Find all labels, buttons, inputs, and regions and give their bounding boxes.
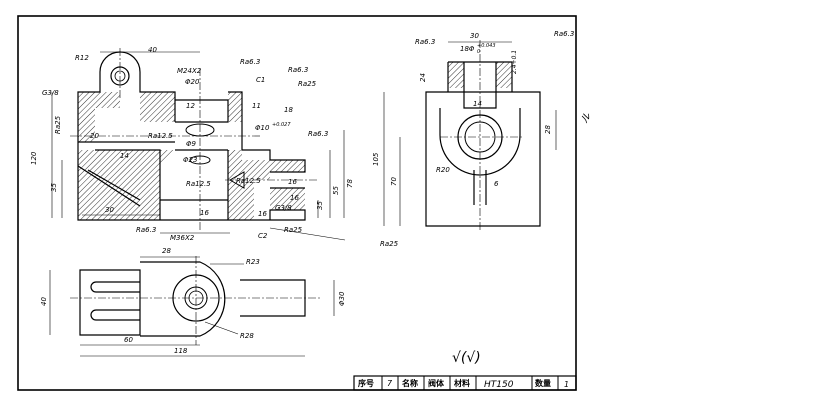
top-dim-r23: R23 — [246, 258, 260, 266]
dim-20: 20 — [90, 132, 99, 140]
roughness-ra25-bottom: Ra25 — [380, 240, 399, 248]
general-roughness-symbol: √(√) — [452, 350, 481, 366]
top-dim-r28: R28 — [240, 332, 254, 340]
dim-40: 40 — [148, 46, 157, 54]
roughness-ra125-a: Ra12.5 — [148, 132, 173, 140]
dim-g38-top: G3/8 — [42, 89, 59, 97]
side-view: 30 Ra6.3 Ra6.3 18Φ +0.043 0 2.4+0.1 24 1… — [372, 30, 574, 232]
roughness-ra25-left: Ra25 — [54, 115, 62, 134]
side-roughness-ra63-right: Ra6.3 — [554, 30, 574, 38]
side-dim-28: 28 — [544, 125, 552, 134]
side-dim-70: 70 — [390, 177, 398, 186]
dim-phi9: Φ9 — [186, 140, 197, 148]
dim-12: 12 — [186, 102, 195, 110]
top-dim-phi30: Φ30 — [338, 291, 346, 306]
side-dim-6: 6 — [494, 180, 499, 188]
side-dim-24: 24 — [419, 73, 427, 82]
top-dim-28: 28 — [162, 247, 171, 255]
title-material-label: 材料 — [454, 378, 470, 388]
side-dim-tol18: +0.043 — [477, 43, 496, 49]
side-dim-30: 30 — [470, 32, 479, 40]
dim-phi10-tol: +0.027 — [272, 122, 291, 128]
title-serial-value: 7 — [387, 379, 393, 388]
dim-30: 30 — [105, 206, 114, 214]
roughness-ra63-c: Ra6.3 — [308, 130, 328, 138]
dim-16-c: 16 — [258, 210, 267, 218]
dim-c1: C1 — [256, 76, 265, 84]
dim-120: 120 — [30, 151, 38, 165]
top-dim-40: 40 — [40, 297, 48, 306]
side-dim-r20: R20 — [436, 166, 450, 174]
side-dim-tol18b: 0 — [477, 49, 480, 55]
title-quantity-value: 1 — [564, 380, 569, 389]
dim-m24x2: M24X2 — [177, 67, 202, 75]
title-name-value: 阀体 — [428, 378, 445, 388]
dim-g38-right: G3/8 — [275, 204, 292, 212]
title-quantity-label: 数量 — [535, 378, 551, 388]
side-dim-phi18: 18Φ — [460, 45, 475, 53]
dim-35-right: 35 — [316, 201, 324, 210]
roughness-ra63-d: Ra6.3 — [136, 226, 156, 234]
front-view-section-hatch — [78, 92, 305, 220]
dim-phi23: Φ23 — [183, 156, 197, 164]
dim-11: 11 — [252, 102, 261, 110]
side-dim-105: 105 — [372, 152, 380, 166]
dim-c2: C2 — [258, 232, 268, 240]
dim-16-b: 16 — [200, 209, 209, 217]
roughness-ra25-a: Ra25 — [298, 80, 317, 88]
sheet-border — [17, 15, 577, 391]
roughness-ra25-b: Ra25 — [284, 226, 303, 234]
dim-phi10: Φ10 — [255, 124, 270, 132]
roughness-ra63-a: Ra6.3 — [240, 58, 260, 66]
dim-m36x2: M36X2 — [170, 234, 195, 242]
roughness-ra125-b: Ra12.5 — [186, 180, 211, 188]
top-dim-60: 60 — [124, 336, 133, 344]
dim-r12: R12 — [75, 54, 89, 62]
top-dim-118: 118 — [174, 347, 188, 355]
roughness-ra125-c: Ra12.5 — [236, 177, 261, 185]
dim-14: 14 — [120, 152, 129, 160]
side-dim-tol: 2.4+0.1 — [511, 50, 518, 74]
dim-18: 18 — [284, 106, 293, 114]
dim-78: 78 — [346, 179, 354, 188]
side-roughness-ra63-left: Ra6.3 — [415, 38, 435, 46]
dim-16-a: 16 — [288, 178, 297, 186]
roughness-ra63-b: Ra6.3 — [288, 66, 308, 74]
title-serial-label: 序号 — [358, 378, 374, 388]
dim-phi20: Φ20 — [185, 78, 200, 86]
title-material-value: HT150 — [484, 380, 514, 390]
side-dim-14: 14 — [473, 100, 482, 108]
title-block: 序号 7 名称 阀体 材料 HT150 数量 1 — [353, 375, 577, 391]
front-view: R12 40 G3/8 M24X2 Φ20 C1 12 11 18 20 Φ10… — [30, 46, 399, 248]
dim-55: 55 — [332, 186, 340, 195]
dim-35: 35 — [50, 183, 58, 192]
top-view: 28 R23 40 Φ30 60 118 R28 — [40, 247, 346, 357]
title-name-label: 名称 — [402, 378, 418, 388]
dim-16-m: 16 — [290, 194, 299, 202]
sheet-edge-mark: ル — [579, 110, 594, 125]
